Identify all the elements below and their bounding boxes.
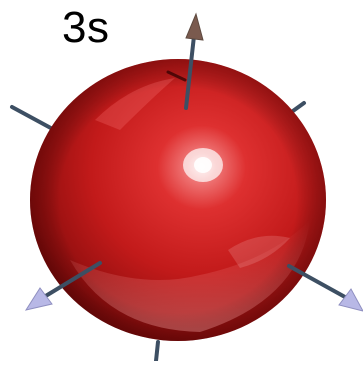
- orbital-label: 3s: [62, 6, 109, 50]
- z-axis-arrowhead: [186, 14, 203, 40]
- x-axis-arrowhead: [26, 288, 52, 310]
- orbital-sphere: [30, 59, 326, 341]
- z-axis-negative: [156, 342, 158, 361]
- y-axis-arrowhead: [339, 289, 363, 311]
